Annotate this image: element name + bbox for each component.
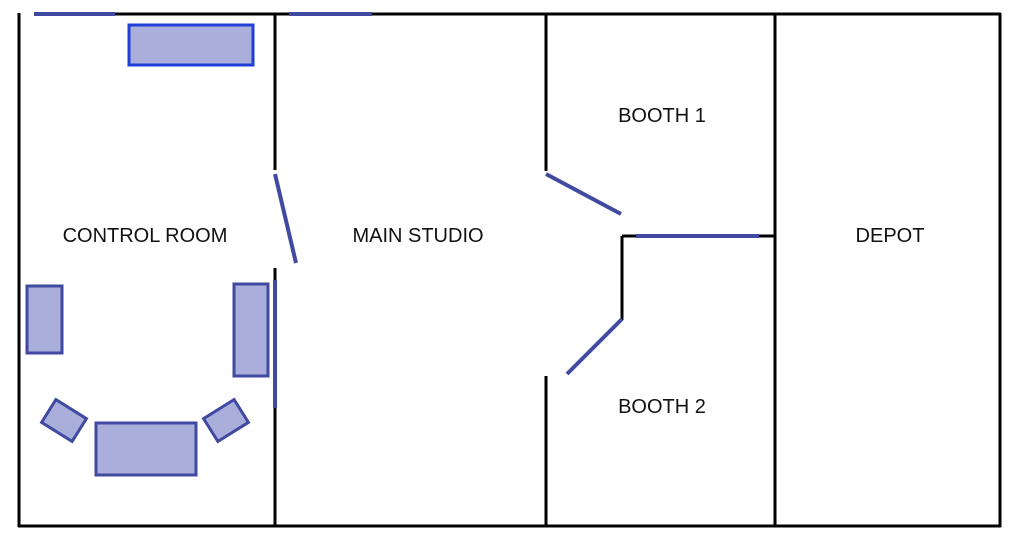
control-room-furniture [25, 23, 270, 477]
right-speaker [232, 282, 270, 378]
door-booth-2 [565, 317, 624, 376]
left-speaker [25, 284, 64, 355]
left-console-wing [39, 397, 89, 444]
label-booth-1: BOOTH 1 [618, 105, 706, 127]
room-labels: CONTROL ROOM MAIN STUDIO BOOTH 1 BOOTH 2… [63, 105, 925, 418]
label-depot: DEPOT [856, 225, 925, 247]
top-monitor-panel [127, 23, 255, 67]
right-console-wing [201, 397, 251, 444]
outer-walls [17, 12, 1002, 528]
label-booth-2: BOOTH 2 [618, 396, 706, 418]
interior-walls [273, 14, 777, 526]
label-control-room: CONTROL ROOM [63, 225, 228, 247]
mixing-console [94, 421, 198, 477]
label-main-studio: MAIN STUDIO [352, 225, 483, 247]
door-control-main [273, 173, 298, 264]
doors [34, 12, 759, 408]
door-booth-1 [545, 172, 622, 216]
